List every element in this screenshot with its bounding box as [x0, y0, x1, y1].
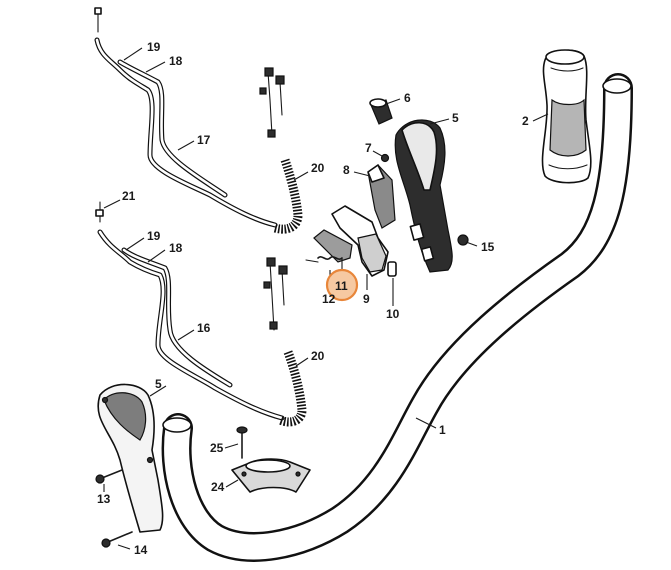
callout-11: 11: [335, 279, 348, 293]
callout-21: 21: [122, 189, 136, 203]
callout-labels: 19 18 17 20 21 19 18 16 20 6 5 7 8 2 15 …: [97, 40, 529, 557]
wiring-harness-upper: [94, 7, 303, 234]
callout-18-upper: 18: [169, 54, 183, 68]
nut-15: [457, 234, 469, 246]
clamp-24: [231, 458, 311, 493]
callout-8: 8: [343, 163, 350, 177]
callout-15: 15: [481, 240, 495, 254]
lever-8: [367, 164, 396, 229]
callout-12: 12: [322, 292, 336, 306]
bush-6: [369, 98, 393, 125]
housing-shell-5-upper: [394, 119, 453, 273]
callout-6: 6: [404, 91, 411, 105]
callout-13: 13: [97, 492, 111, 506]
callout-1: 1: [439, 423, 446, 437]
pin-7: [380, 153, 390, 163]
callout-5-lower: 5: [155, 377, 162, 391]
screw-14: [101, 531, 133, 548]
spring-12: [305, 256, 343, 263]
callout-19-lower: 19: [147, 229, 161, 243]
handle-tube-1: [161, 73, 633, 562]
callout-9: 9: [363, 292, 370, 306]
wiring-harness-lower: [95, 201, 307, 427]
housing-shell-5-lower: [97, 383, 164, 533]
callout-10: 10: [386, 307, 400, 321]
screw-25: [236, 426, 248, 459]
callout-19-upper: 19: [147, 40, 161, 54]
callout-2: 2: [522, 114, 529, 128]
grip-2: [541, 49, 592, 184]
callout-20-lower: 20: [311, 349, 325, 363]
trigger-9: [331, 205, 389, 277]
callout-17: 17: [197, 133, 211, 147]
pin-10: [387, 261, 397, 277]
highlight-circle-11: [325, 268, 359, 302]
callout-20-upper: 20: [311, 161, 325, 175]
callout-5-upper: 5: [452, 111, 459, 125]
callout-7: 7: [365, 141, 372, 155]
callout-24: 24: [211, 480, 225, 494]
callout-16: 16: [197, 321, 211, 335]
callout-25: 25: [210, 441, 224, 455]
screw-13: [95, 469, 123, 484]
callout-14: 14: [134, 543, 148, 557]
callout-18-lower: 18: [169, 241, 183, 255]
